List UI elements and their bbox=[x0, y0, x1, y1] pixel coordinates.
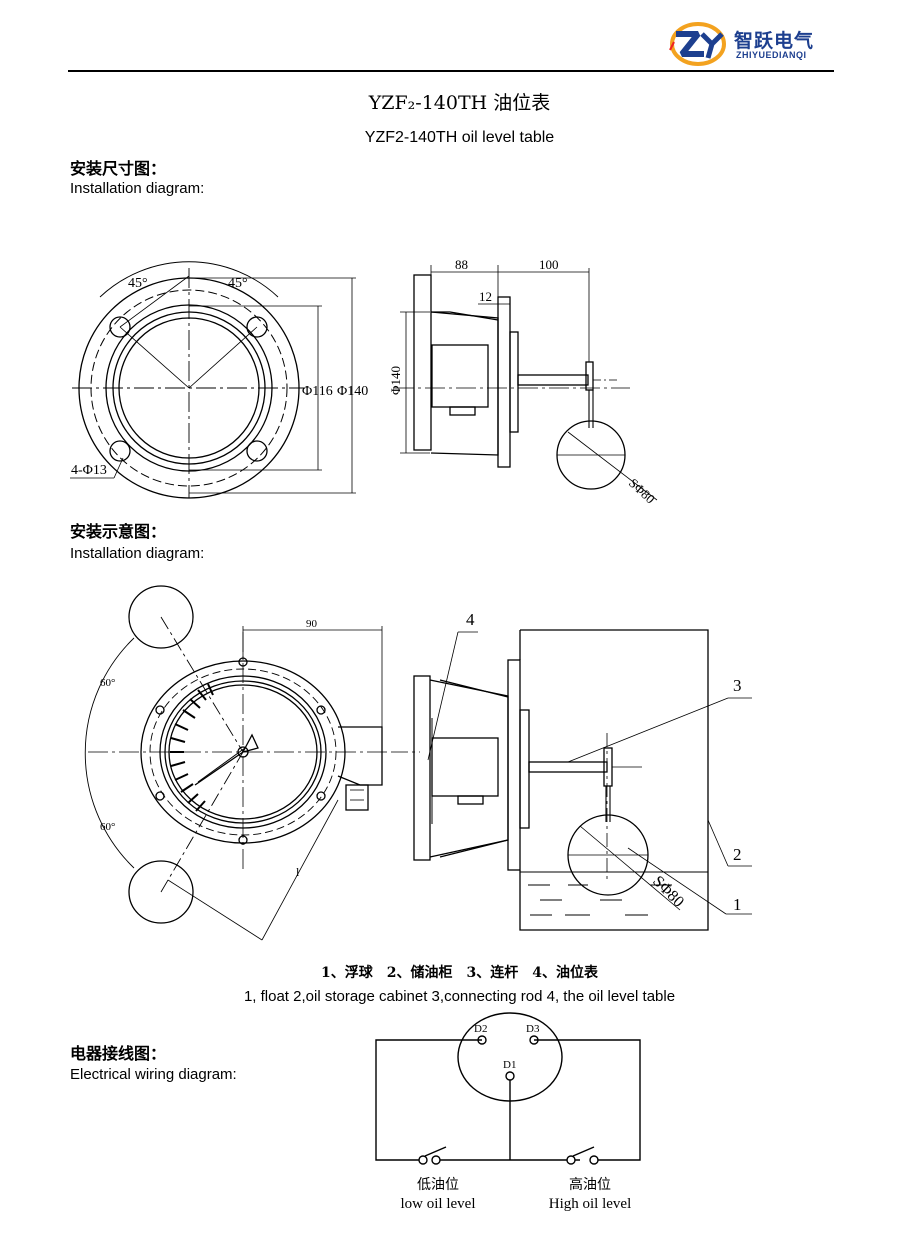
section2-heading-en: Installation diagram: bbox=[70, 545, 205, 562]
dim-d116: Φ116 bbox=[302, 384, 333, 399]
dim-d140: Φ140 bbox=[337, 384, 368, 399]
section2-heading-cn: 安装示意图： bbox=[70, 522, 167, 541]
document-subtitle: YZF2-140TH oil level table bbox=[364, 129, 555, 146]
angle-top: 60° bbox=[100, 677, 115, 689]
installation-dimension-drawing: 45° 45° 4-Φ13 Φ116 Φ140 Φ140 88 100 12 S… bbox=[70, 257, 658, 506]
terminal-d2: D2 bbox=[474, 1023, 487, 1035]
high-level-label-en: High oil level bbox=[549, 1196, 632, 1212]
callout-4: 4 bbox=[466, 610, 475, 629]
float-diameter-label: SΦ80 bbox=[649, 873, 687, 911]
terminal-d1: D1 bbox=[503, 1059, 516, 1071]
dim-float-diameter: SΦ80 bbox=[626, 475, 658, 506]
dim-100: 100 bbox=[539, 257, 559, 272]
legend-caption-cn: 1、浮球 2、储油柜 3、连杆 4、油位表 bbox=[321, 965, 598, 981]
section3-heading-en: Electrical wiring diagram: bbox=[70, 1066, 237, 1083]
section1-heading-cn: 安装尺寸图： bbox=[70, 159, 167, 178]
header-rule bbox=[68, 70, 834, 72]
installation-schematic-drawing: 90 60° 60° l 4 3 2 1 SΦ80 bbox=[84, 585, 752, 941]
logo-text-en: ZHIYUEDIANQI bbox=[736, 50, 807, 60]
dim-angle-right: 45° bbox=[228, 276, 248, 291]
legend-caption-en: 1, float 2,oil storage cabinet 3,connect… bbox=[243, 988, 676, 1005]
callout-2: 2 bbox=[733, 845, 742, 864]
low-level-label-cn: 低油位 bbox=[417, 1177, 459, 1193]
dim-90: 90 bbox=[306, 618, 318, 630]
callout-1: 1 bbox=[733, 895, 742, 914]
logo-mark-icon bbox=[669, 22, 726, 66]
section3-heading-cn: 电器接线图： bbox=[70, 1044, 167, 1063]
company-logo: 智跃电气 ZHIYUEDIANQI bbox=[668, 20, 838, 68]
wiring-diagram: D2 D3 D1 低油位 low oil level 高油位 High oil … bbox=[375, 1012, 641, 1212]
high-level-label-cn: 高油位 bbox=[569, 1176, 611, 1193]
low-level-label-en: low oil level bbox=[401, 1196, 476, 1212]
section1-heading-en: Installation diagram: bbox=[70, 180, 205, 197]
terminal-d3: D3 bbox=[526, 1023, 540, 1035]
dim-side-d140: Φ140 bbox=[388, 366, 403, 395]
dim-12: 12 bbox=[479, 289, 492, 304]
callout-3: 3 bbox=[733, 676, 742, 695]
dim-88: 88 bbox=[455, 257, 468, 272]
document-title: YZF₂-140TH 油位表 bbox=[368, 92, 551, 114]
dim-angle-left: 45° bbox=[128, 276, 148, 291]
radius-label: l bbox=[296, 865, 300, 879]
dim-holes: 4-Φ13 bbox=[71, 463, 107, 478]
logo-text-cn: 智跃电气 bbox=[734, 30, 815, 52]
angle-bottom: 60° bbox=[100, 821, 115, 833]
